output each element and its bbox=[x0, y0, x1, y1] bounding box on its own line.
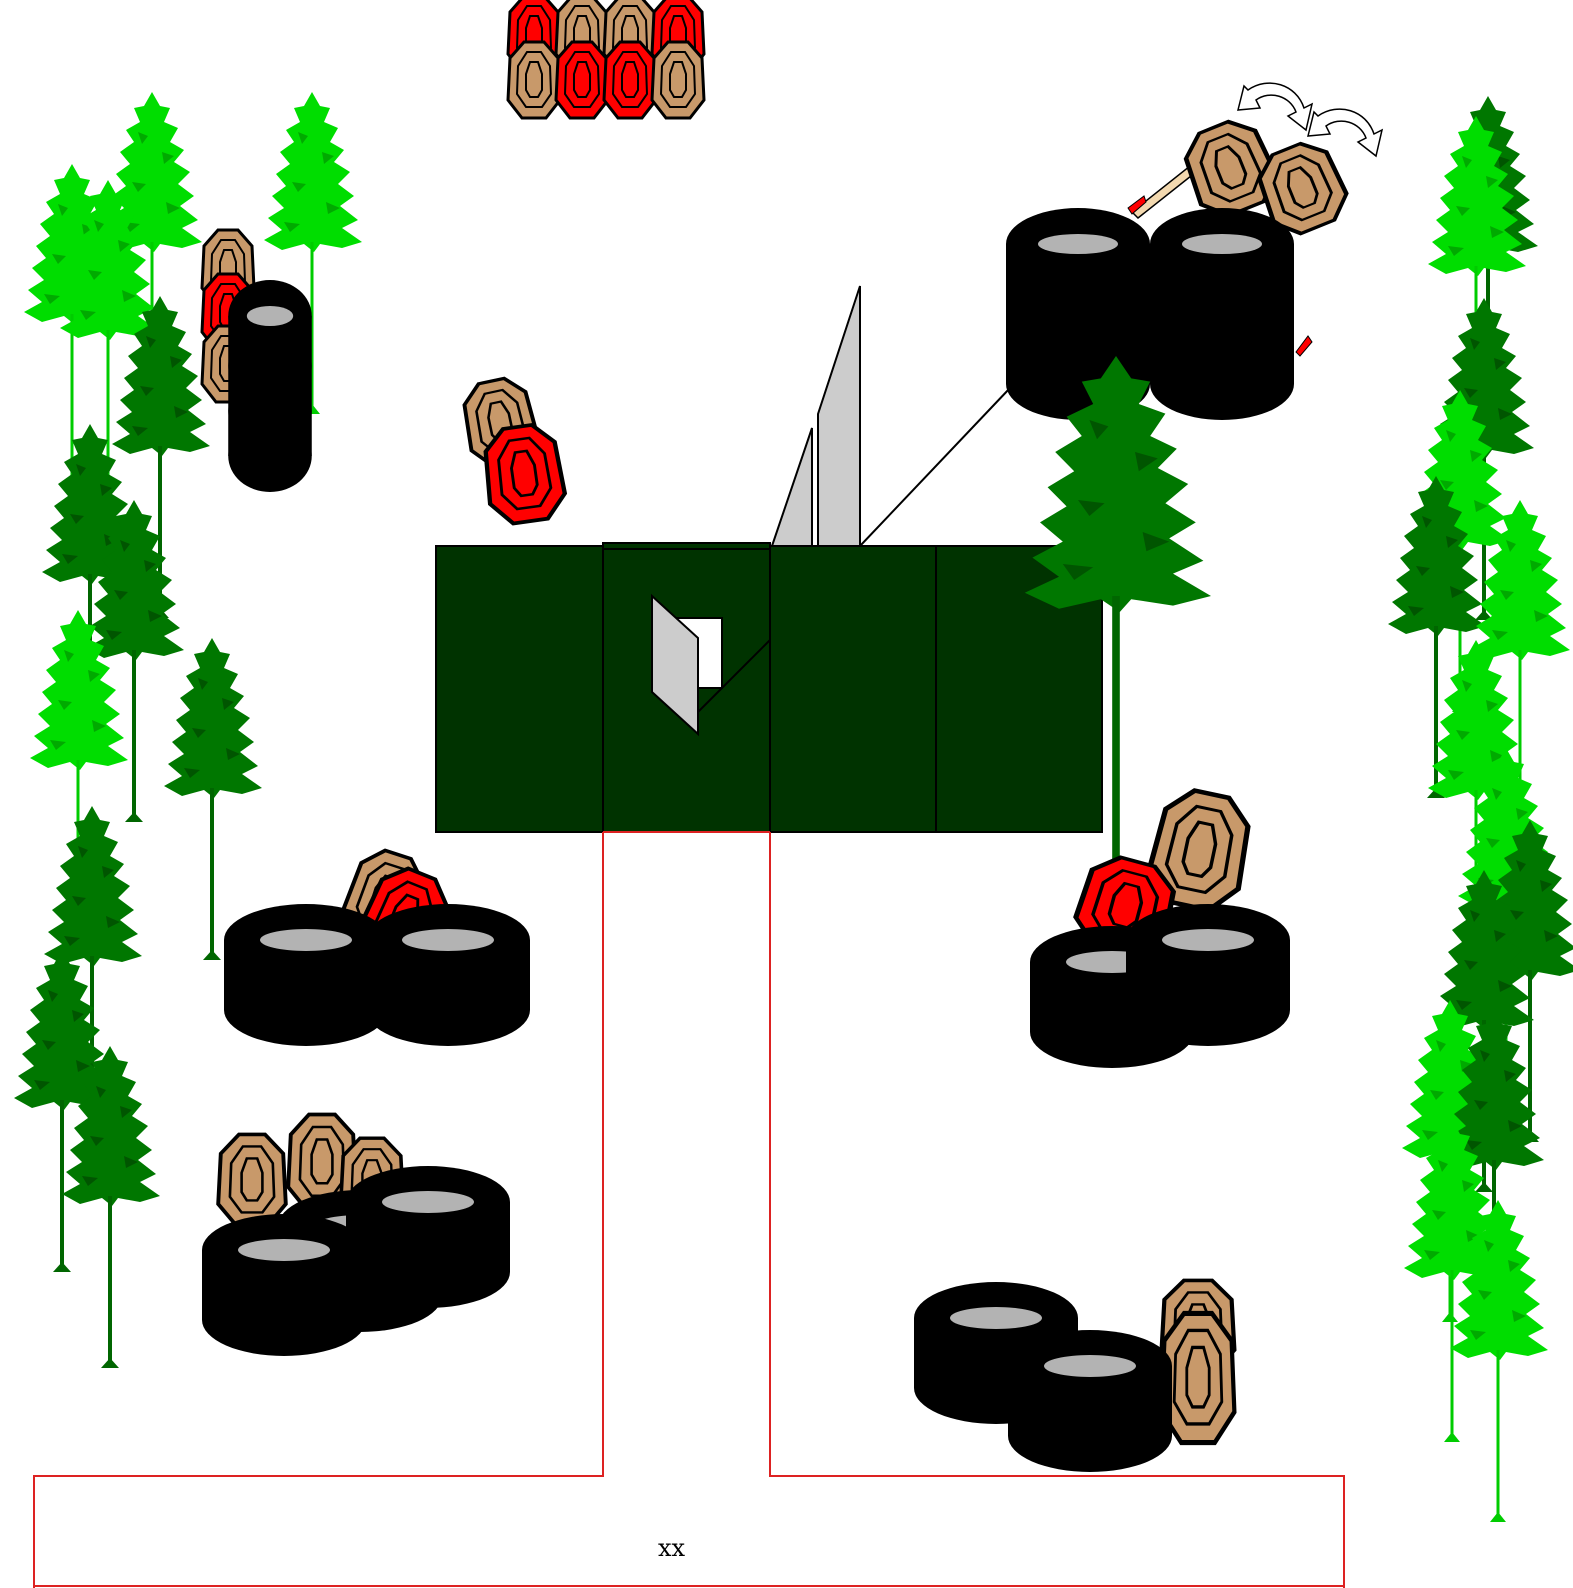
shoot-target-icon bbox=[556, 42, 608, 118]
shoot-target-icon bbox=[604, 42, 656, 118]
target-group-lower-left bbox=[202, 1115, 510, 1357]
rotation-arrow-icon bbox=[1238, 83, 1312, 130]
tire-stack-icon bbox=[346, 1166, 510, 1308]
wall-barricade bbox=[436, 286, 1102, 832]
tire-stack-icon bbox=[202, 1214, 366, 1356]
tire-stack-icon bbox=[228, 280, 312, 492]
angled-panel bbox=[818, 286, 860, 546]
no-shoot-target-icon bbox=[652, 42, 704, 118]
tire-stack-icon bbox=[1008, 1330, 1172, 1472]
no-shoot-target-icon bbox=[1162, 1313, 1235, 1442]
target-group-mid-left bbox=[224, 844, 530, 1046]
pine-tree-icon bbox=[164, 638, 262, 960]
target-group-lower-right bbox=[914, 1280, 1234, 1472]
tire-stack-icon bbox=[224, 904, 388, 1046]
target-group-upper-left bbox=[202, 230, 312, 492]
target-array-top bbox=[508, 0, 704, 118]
tire-stack-icon bbox=[1126, 904, 1290, 1046]
tire-stack-icon bbox=[1150, 208, 1294, 420]
angled-panel bbox=[772, 428, 812, 546]
tire-stack-icon bbox=[366, 904, 530, 1046]
no-shoot-target-icon bbox=[508, 42, 560, 118]
no-shoot-target-icon bbox=[218, 1134, 286, 1225]
right-tree-line bbox=[1388, 96, 1573, 1522]
target-pair-center-left bbox=[458, 374, 568, 526]
swinger-group-upper-right bbox=[1006, 83, 1382, 420]
shooting-box-label: xx bbox=[658, 1534, 685, 1562]
